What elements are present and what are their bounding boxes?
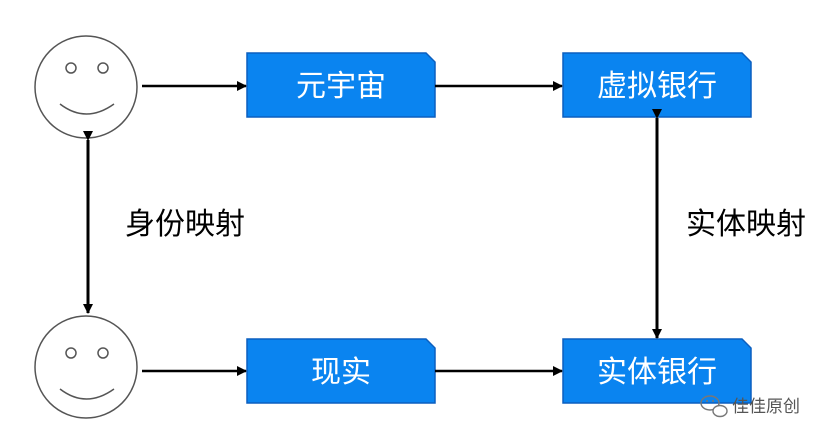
node-metaverse-label: 元宇宙 xyxy=(296,69,386,104)
wechat-icon xyxy=(700,395,728,418)
node-physical-bank: 实体银行 xyxy=(562,338,752,404)
node-metaverse: 元宇宙 xyxy=(246,52,436,118)
watermark: 佳佳原创 xyxy=(700,395,800,418)
node-virtual-bank: 虚拟银行 xyxy=(562,52,752,118)
smiley-face-icon-top xyxy=(34,35,138,139)
node-virtual-bank-label: 虚拟银行 xyxy=(597,69,717,104)
node-physical-bank-label: 实体银行 xyxy=(597,355,717,390)
entity-mapping-label: 实体映射 xyxy=(686,207,806,242)
watermark-text: 佳佳原创 xyxy=(732,397,800,417)
smiley-face-icon-bottom xyxy=(34,315,138,419)
node-reality-label: 现实 xyxy=(311,355,371,390)
node-reality: 现实 xyxy=(246,338,436,404)
identity-mapping-label: 身份映射 xyxy=(125,207,245,242)
